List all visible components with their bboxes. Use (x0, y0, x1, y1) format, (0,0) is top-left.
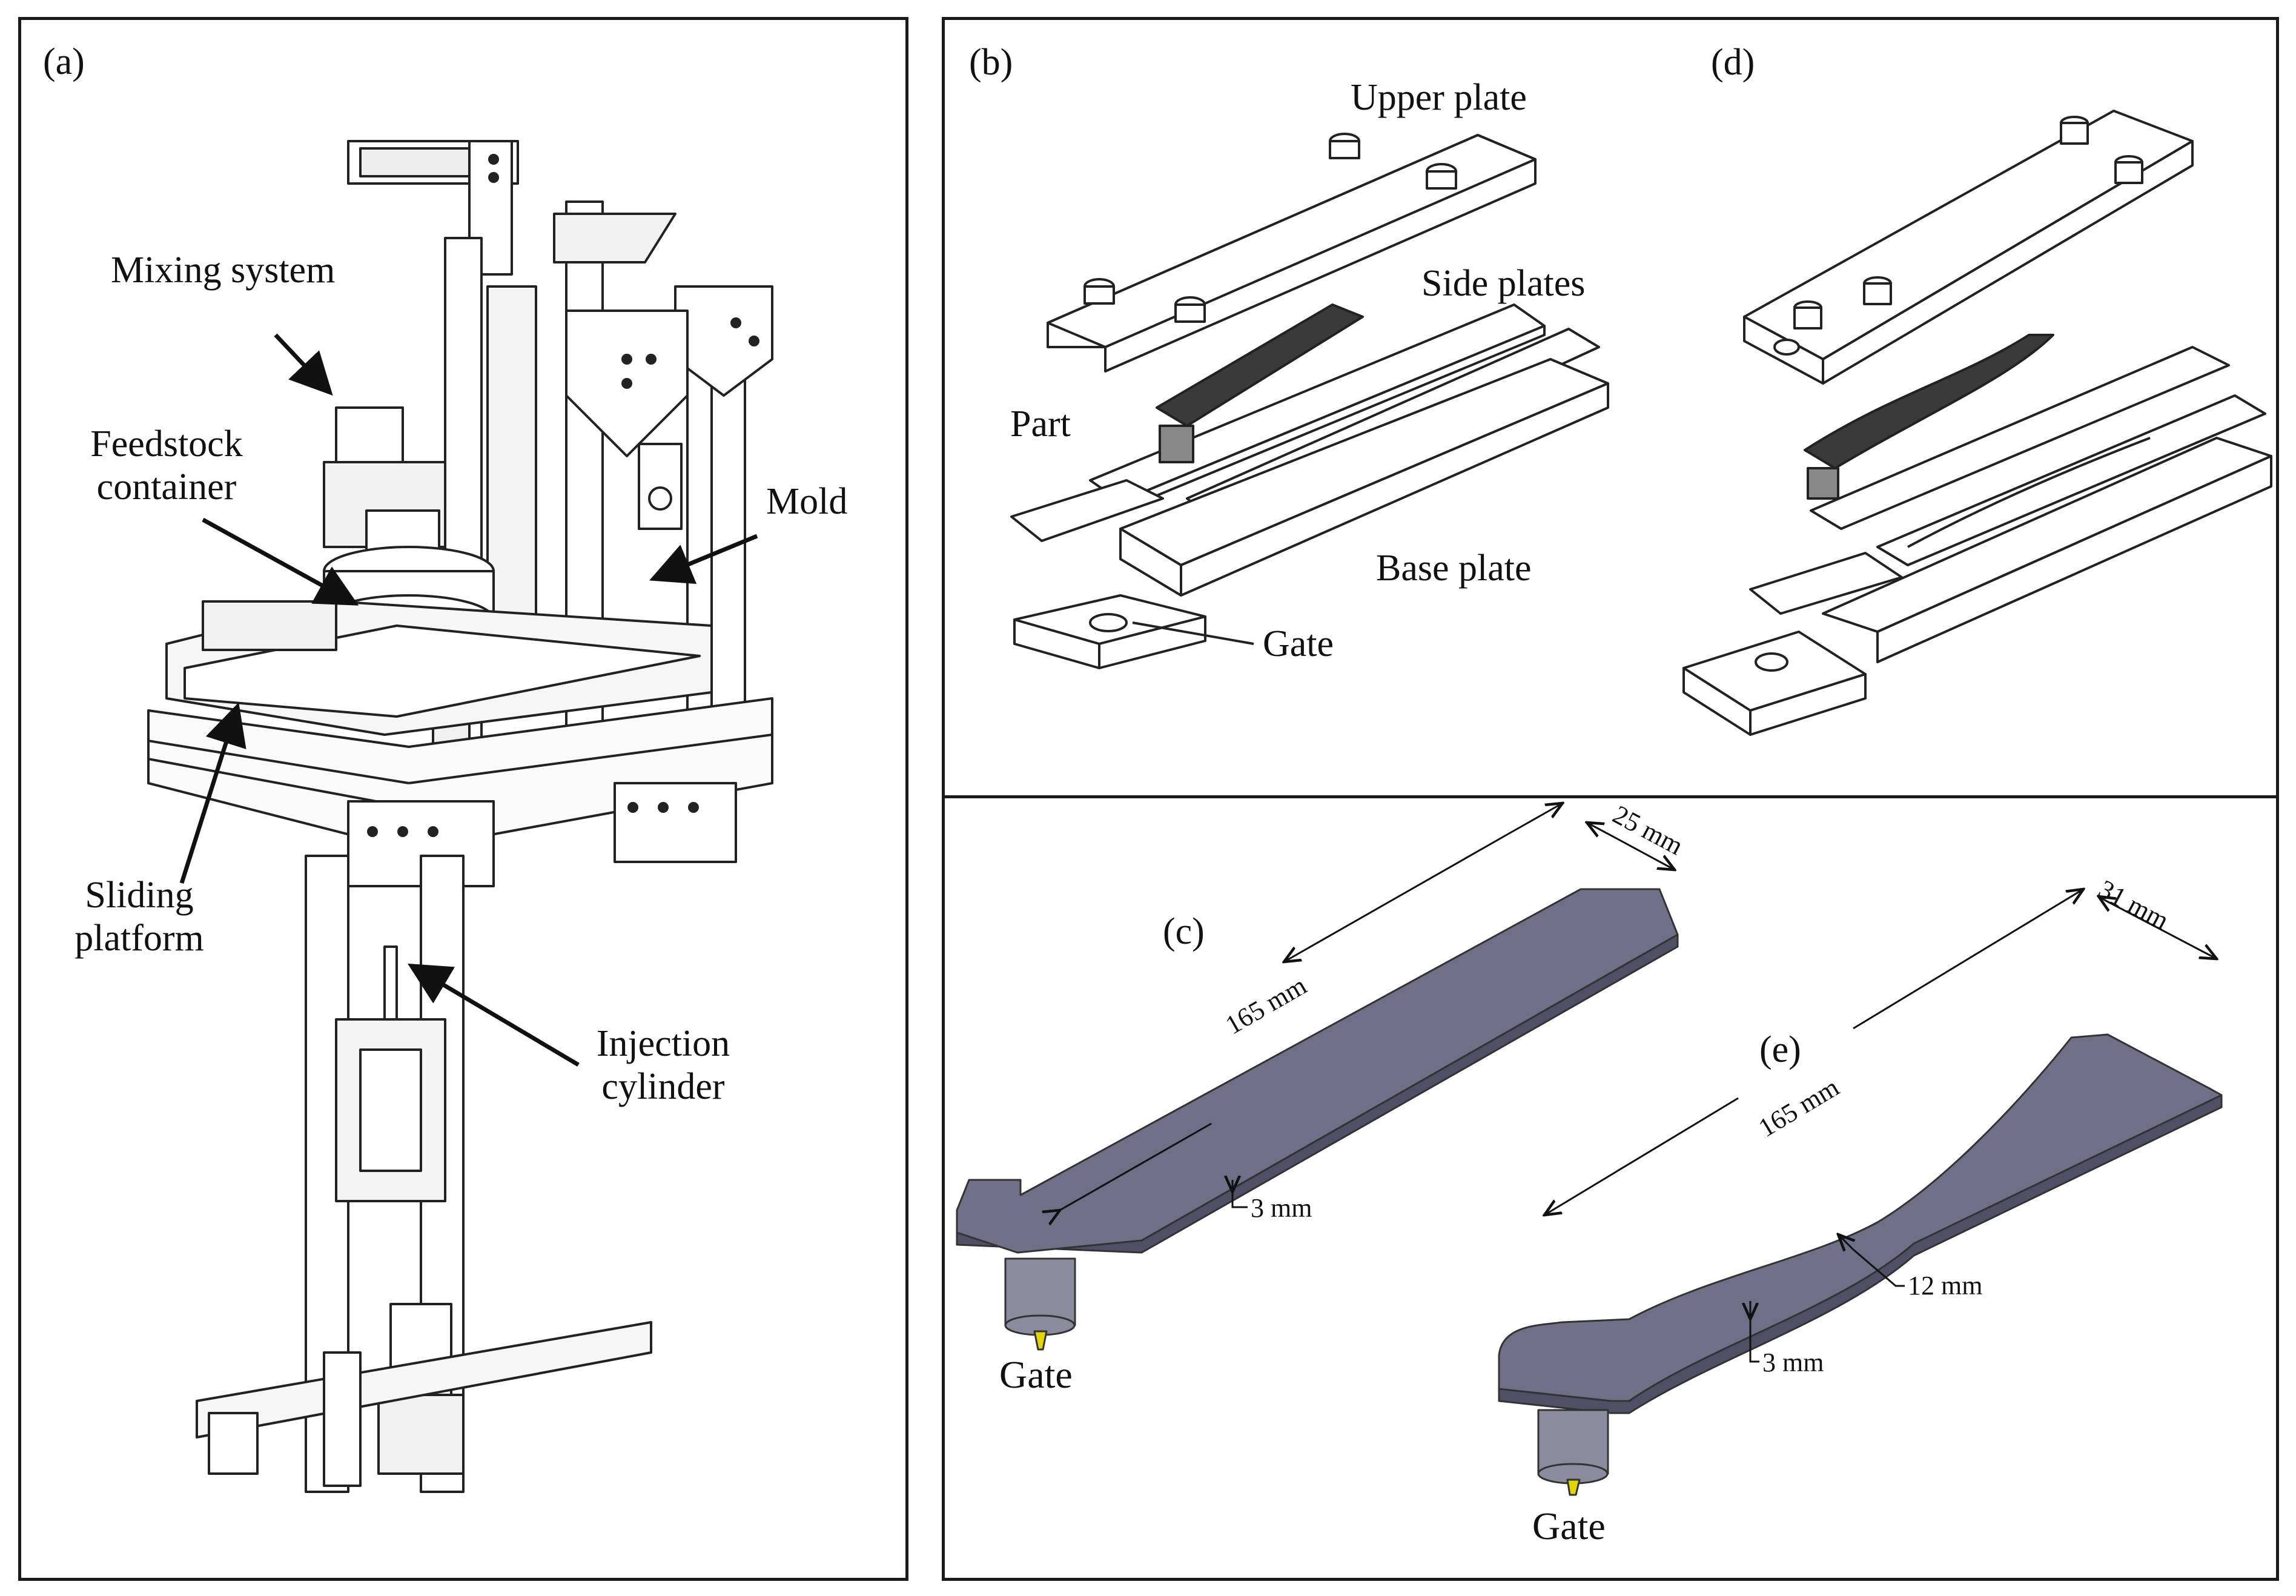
gate-block-b (1013, 594, 1206, 669)
gate-cylinder-c (1004, 1257, 1076, 1326)
panel-b-d: (b) (d) Upper plate Side plates Part Bas… (942, 17, 2279, 798)
arrow-mixing (274, 333, 333, 396)
panel-e-tag: (e) (1759, 1029, 1801, 1070)
mixing-system-label: Mixing system (111, 250, 336, 291)
part-label: Part (1010, 403, 1071, 445)
panel-c-tag: (c) (1163, 911, 1205, 952)
specimen-c-top (956, 888, 1679, 1254)
gate-label-e: Gate (1532, 1505, 1606, 1548)
specimen-c (956, 888, 1679, 1351)
gate-label-b: Gate (1263, 623, 1334, 664)
specimen-e-top (1498, 1033, 2223, 1402)
mold-label: Mold (766, 481, 848, 522)
dim-e-width (2104, 899, 2217, 959)
sliding-line-1: Sliding (85, 875, 194, 916)
injection-machine-drawing (147, 140, 773, 1493)
dim-e-thickness-label: 3 mm (1762, 1348, 1824, 1377)
gate-leader-b (1132, 621, 1254, 645)
arrow-injection (407, 963, 580, 1067)
mold-exploded-views (1010, 110, 2272, 736)
side-plates-label: Side plates (1421, 263, 1586, 304)
gate-tip-e (1566, 1478, 1581, 1496)
panel-b-tag: (b) (969, 42, 1013, 83)
specimen-geometries (956, 798, 2223, 1496)
gate-label-c: Gate (999, 1353, 1073, 1396)
base-plate-d (1749, 437, 2272, 663)
gate-tip-c (1033, 1330, 1048, 1351)
arrow-mold (649, 534, 758, 584)
sliding-platform-drawing (147, 600, 773, 887)
dim-c-thickness-label: 3 mm (1251, 1193, 1312, 1223)
base-plate-label: Base plate (1376, 548, 1532, 589)
panel-c-e: (c) (e) 165 mm 25 mm 3 mm Gate 165 mm 31… (942, 795, 2279, 1581)
gate-block-d (1682, 631, 1867, 736)
base-plate-b (1010, 358, 1609, 597)
side-plates-d (1810, 346, 2266, 566)
dim-c-length (1284, 833, 1509, 962)
upper-plate-b (1047, 133, 1537, 373)
bolt-dots (367, 154, 759, 837)
upper-plate-d (1743, 110, 2194, 385)
feedstock-container-label: Feedstock container (76, 423, 257, 509)
arrow-sliding (179, 702, 246, 884)
dim-c-width (1587, 823, 1615, 838)
dim-e-neck-label: 12 mm (1908, 1271, 1983, 1300)
injection-column-drawing (196, 855, 652, 1493)
dim-e-neck (1838, 1234, 1853, 1250)
feedstock-line-1: Feedstock (90, 423, 243, 465)
part-d (1804, 334, 2054, 500)
arrow-feedstock (202, 517, 359, 606)
feedstock-line-2: container (96, 466, 237, 508)
dim-e-length (1853, 889, 2083, 1030)
injection-line-1: Injection (596, 1023, 730, 1064)
upper-plate-label: Upper plate (1351, 77, 1527, 118)
panel-a-tag: (a) (43, 41, 85, 82)
specimen-e (1498, 1033, 2223, 1496)
panel-d-tag: (d) (1711, 42, 1755, 83)
injection-line-2: cylinder (601, 1066, 725, 1108)
sliding-platform-label: Sliding platform (58, 874, 221, 961)
injection-cylinder-label: Injection cylinder (578, 1022, 748, 1109)
part-b (1156, 303, 1364, 463)
panel-a: (a) Mixing system Feedstock container Mo… (18, 17, 908, 1581)
sliding-line-2: platform (74, 918, 204, 959)
